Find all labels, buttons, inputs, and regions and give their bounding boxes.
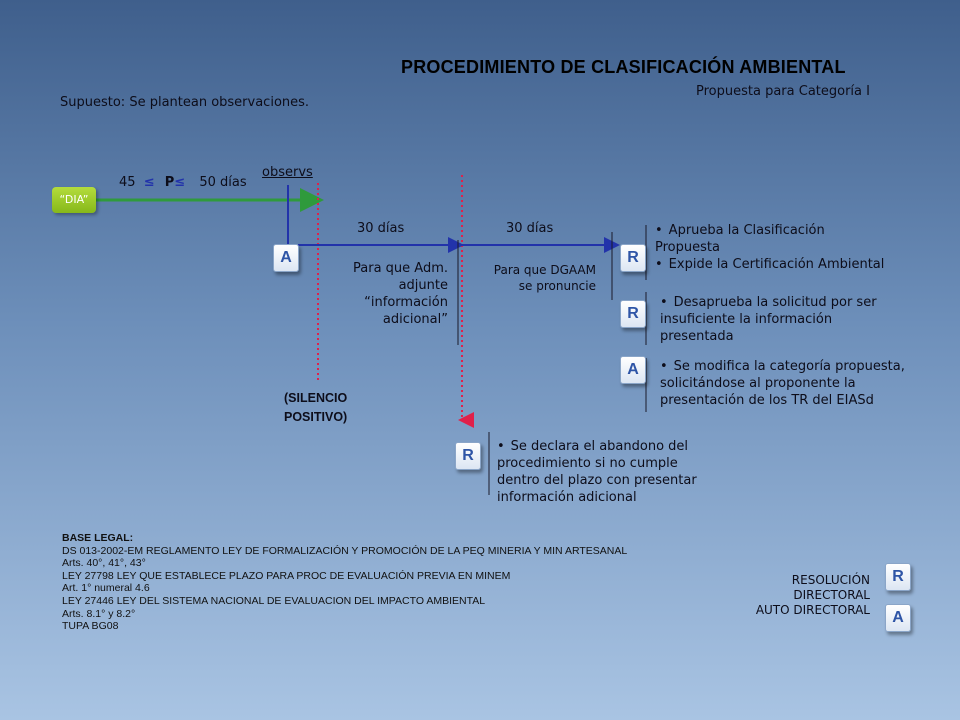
legend-a-label: AUTO DIRECTORAL [755, 603, 870, 617]
box-resolucion-1: R [620, 244, 646, 272]
period2-label: 30 días [506, 221, 554, 236]
legal-line: TUPA BG08 [62, 620, 119, 633]
legend-r-label-1: RESOLUCIÓN [791, 573, 870, 587]
range-max: 50 días [199, 175, 247, 190]
legend-box-a: A [885, 604, 911, 632]
outcome-reject: •Desaprueba la solicitud por ser insufic… [660, 295, 877, 344]
legal-line: DS 013-2002-EM REGLAMENTO LEY DE FORMALI… [62, 544, 628, 557]
legal-line: LEY 27446 LEY DEL SISTEMA NACIONAL DE EV… [62, 594, 486, 607]
note-dgaam: Para que DGAAM se pronuncie [493, 263, 596, 293]
dia-start-box: “DIA” [52, 187, 96, 213]
legal-line: LEY 27798 LEY QUE ESTABLECE PLAZO PARA P… [62, 569, 511, 582]
legal-heading: BASE LEGAL: [62, 532, 134, 544]
range-min: 45 [119, 175, 136, 190]
range-label: 45 ≤ P≤ 50 días [119, 175, 247, 190]
silencio-positivo: (SILENCIO POSITIVO) [284, 391, 348, 424]
box-resolucion-abandon: R [455, 442, 481, 470]
range-symbol-b: ≤ [174, 175, 186, 190]
box-resolucion-2: R [620, 300, 646, 328]
range-var: P [164, 175, 175, 190]
note-admin-info: Para que Adm. adjunte “información adici… [353, 261, 448, 327]
legend-r-label-2: DIRECTORAL [793, 588, 870, 602]
scenario-label: Supuesto: Se plantean observaciones. [60, 95, 310, 110]
box-auto-1: A [273, 244, 299, 272]
legend-box-r: R [885, 563, 911, 591]
period1-label: 30 días [357, 221, 405, 236]
outcome-modify: •Se modifica la categoría propuesta, sol… [660, 359, 905, 408]
legal-line: Arts. 8.1° y 8.2° [62, 607, 136, 620]
observs-label: observs [262, 165, 313, 180]
legal-line: Art. 1° numeral 4.6 [62, 582, 150, 595]
category-label: Propuesta para Categoría I [696, 84, 870, 99]
page-title: PROCEDIMIENTO DE CLASIFICACIÓN AMBIENTAL [401, 57, 846, 77]
box-auto-2: A [620, 356, 646, 384]
outcome-approve: •Aprueba la Clasificación Propuesta •Exp… [655, 223, 885, 272]
range-symbol-a: ≤ [143, 175, 155, 190]
outcome-abandon: •Se declara el abandono del procedimient… [497, 439, 697, 505]
legend-labels: RESOLUCIÓN DIRECTORAL AUTO DIRECTORAL [720, 573, 870, 618]
legal-line: Arts. 40°, 41°, 43° [62, 557, 146, 570]
legal-basis: BASE LEGAL: DS 013-2002-EM REGLAMENTO LE… [62, 532, 627, 633]
